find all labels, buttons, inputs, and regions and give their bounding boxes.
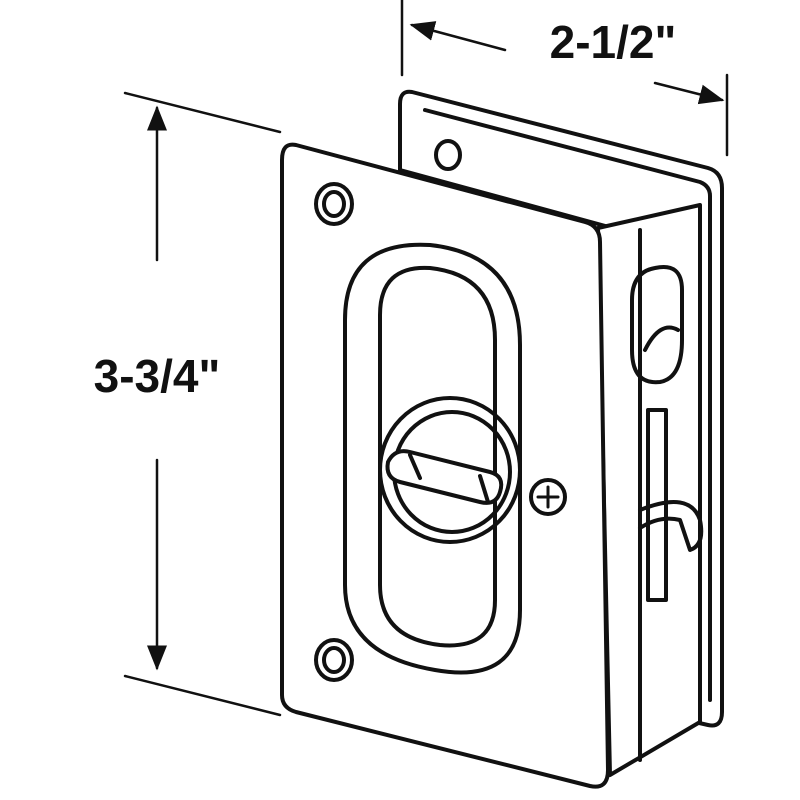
screw-hole-top [314, 182, 354, 226]
extension-line-top [123, 91, 282, 134]
lock-body-side [596, 203, 704, 777]
height-label: 3-3/4" [94, 350, 221, 402]
width-dimension: 2-1/2" [400, 0, 729, 157]
screw-hole-bottom [314, 638, 354, 682]
screw-hole-back [434, 139, 462, 171]
arrow-right [653, 81, 725, 105]
arrow-left [409, 21, 507, 52]
thumb-turn[interactable] [378, 396, 522, 544]
latch-hook [638, 500, 704, 552]
phillips-screw-icon [529, 478, 567, 516]
latch-slot [630, 265, 684, 385]
extension-line-bottom [123, 674, 282, 717]
height-dimension: 3-3/4" [94, 91, 282, 717]
width-label: 2-1/2" [550, 16, 677, 68]
